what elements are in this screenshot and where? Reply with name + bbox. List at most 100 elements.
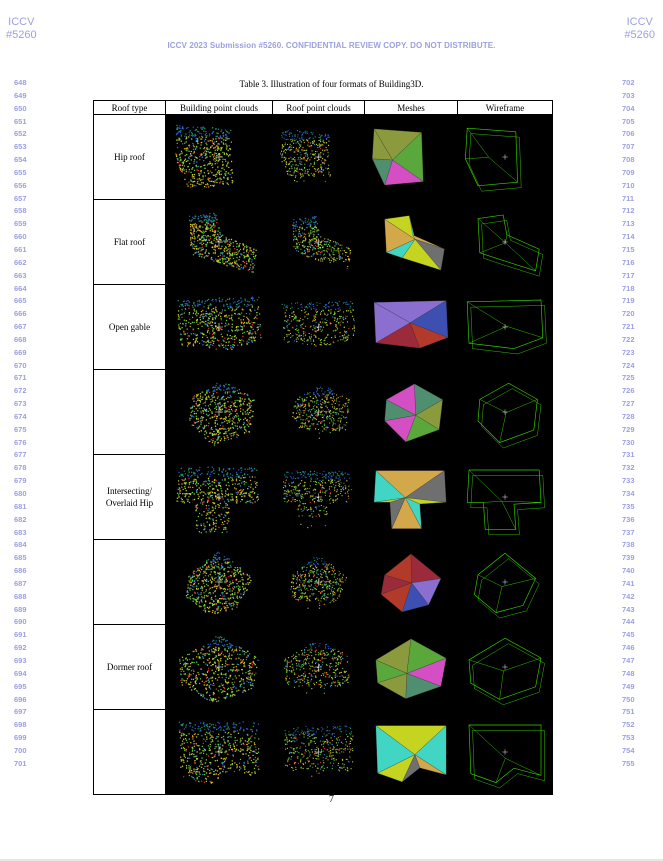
mesh-image	[375, 725, 447, 783]
left-line-number: 696	[14, 694, 27, 704]
table-row	[93, 369, 553, 455]
left-line-number: 652	[14, 129, 27, 139]
wireframe-image	[465, 127, 522, 192]
left-line-number: 663	[14, 270, 27, 280]
submission-id-right: #5260	[624, 29, 655, 41]
wireframe-cell	[457, 369, 553, 455]
mesh-cell	[364, 624, 458, 710]
mesh-image	[375, 638, 447, 699]
building-point-cloud-cell	[165, 624, 273, 710]
right-line-number: 733	[622, 476, 635, 486]
wireframe-cell	[457, 114, 553, 200]
left-line-number: 691	[14, 630, 27, 640]
wireframe-image	[477, 382, 542, 449]
right-line-number: 746	[622, 643, 635, 653]
right-line-number: 745	[622, 630, 635, 640]
roof-type-label: Open gable	[108, 322, 151, 332]
right-line-number: 755	[622, 758, 635, 768]
left-line-number: 679	[14, 476, 27, 486]
left-line-number: 666	[14, 309, 27, 319]
building-point-cloud-cell	[165, 284, 273, 370]
wireframe-cell	[457, 199, 553, 285]
wireframe-image	[466, 299, 547, 355]
building-point-cloud-cell	[165, 709, 273, 795]
conference-label-left: ICCV #5260	[6, 16, 37, 42]
roof-point-cloud-cell	[272, 284, 365, 370]
left-line-number: 689	[14, 604, 27, 614]
building-point-cloud-cell	[165, 369, 273, 455]
table-row: Intersecting/Overlaid Hip	[93, 454, 553, 540]
left-line-number: 665	[14, 296, 27, 306]
right-line-number: 702	[622, 78, 635, 87]
table-caption: Table 3. Illustration of four formats of…	[239, 79, 424, 89]
roof-point-cloud-cell	[272, 199, 365, 285]
left-line-number: 684	[14, 540, 27, 550]
mesh-cell	[364, 539, 458, 625]
left-line-number: 660	[14, 232, 27, 242]
left-line-number: 654	[14, 155, 27, 165]
left-line-number: 695	[14, 681, 27, 691]
left-line-number: 678	[14, 463, 27, 473]
header-roof-point-clouds: Roof point clouds	[272, 100, 365, 115]
roof-type-cell	[93, 369, 166, 455]
left-line-number: 667	[14, 322, 27, 332]
right-line-number: 704	[622, 103, 635, 113]
roof-type-label: Hip roof	[114, 152, 145, 162]
right-line-number: 729	[622, 424, 635, 434]
building-point-cloud-image	[175, 124, 234, 188]
left-line-number: 661	[14, 244, 27, 254]
right-line-number: 750	[622, 694, 635, 704]
right-line-number: 738	[622, 540, 635, 550]
mesh-image	[373, 300, 449, 349]
table-row: Flat roof	[93, 199, 553, 285]
roof-type-cell	[93, 539, 166, 625]
mesh-cell	[364, 454, 458, 540]
right-line-number: 754	[622, 745, 635, 755]
table-header-row: Roof type Building point clouds Roof poi…	[93, 100, 553, 115]
left-line-number: 694	[14, 668, 27, 678]
left-line-number: 658	[14, 206, 27, 216]
submission-id-left: #5260	[6, 29, 37, 41]
mesh-cell	[364, 199, 458, 285]
right-line-number: 747	[622, 655, 635, 665]
header-wireframe: Wireframe	[457, 100, 553, 115]
conference-label-right: ICCV #5260	[624, 16, 655, 42]
building-point-cloud-image	[188, 212, 257, 273]
right-line-number: 721	[622, 322, 635, 332]
roof-point-cloud-image	[292, 386, 351, 439]
right-line-number: 736	[622, 514, 635, 524]
wireframe-image	[468, 724, 545, 789]
left-line-number: 697	[14, 707, 27, 717]
left-line-number: 690	[14, 617, 27, 627]
page-number: 7	[329, 794, 334, 805]
right-line-number: 727	[622, 399, 635, 409]
left-line-number: 683	[14, 527, 27, 537]
building-point-cloud-cell	[165, 539, 273, 625]
mesh-image	[384, 215, 445, 271]
right-line-number: 735	[622, 501, 635, 511]
building-point-cloud-image	[178, 721, 260, 784]
right-line-number: 730	[622, 437, 635, 447]
table-row	[93, 709, 553, 795]
roof-type-cell: Flat roof	[93, 199, 166, 285]
wireframe-cell	[457, 709, 553, 795]
roof-point-cloud-cell	[272, 539, 365, 625]
right-line-number: 703	[622, 90, 635, 100]
roof-point-cloud-cell	[272, 624, 365, 710]
roof-point-cloud-cell	[272, 369, 365, 455]
roof-point-cloud-cell	[272, 454, 365, 540]
right-line-number: 749	[622, 681, 635, 691]
left-line-number: 675	[14, 424, 27, 434]
left-line-number: 657	[14, 193, 27, 203]
roof-type-label: Intersecting/	[107, 486, 152, 496]
left-line-number: 698	[14, 720, 27, 730]
left-line-number: 688	[14, 591, 27, 601]
left-line-number: 655	[14, 167, 27, 177]
roof-point-cloud-image	[280, 129, 332, 183]
left-line-number: 649	[14, 90, 27, 100]
wireframe-cell	[457, 454, 553, 540]
wireframe-image	[466, 469, 545, 535]
building-point-cloud-image	[177, 296, 262, 351]
